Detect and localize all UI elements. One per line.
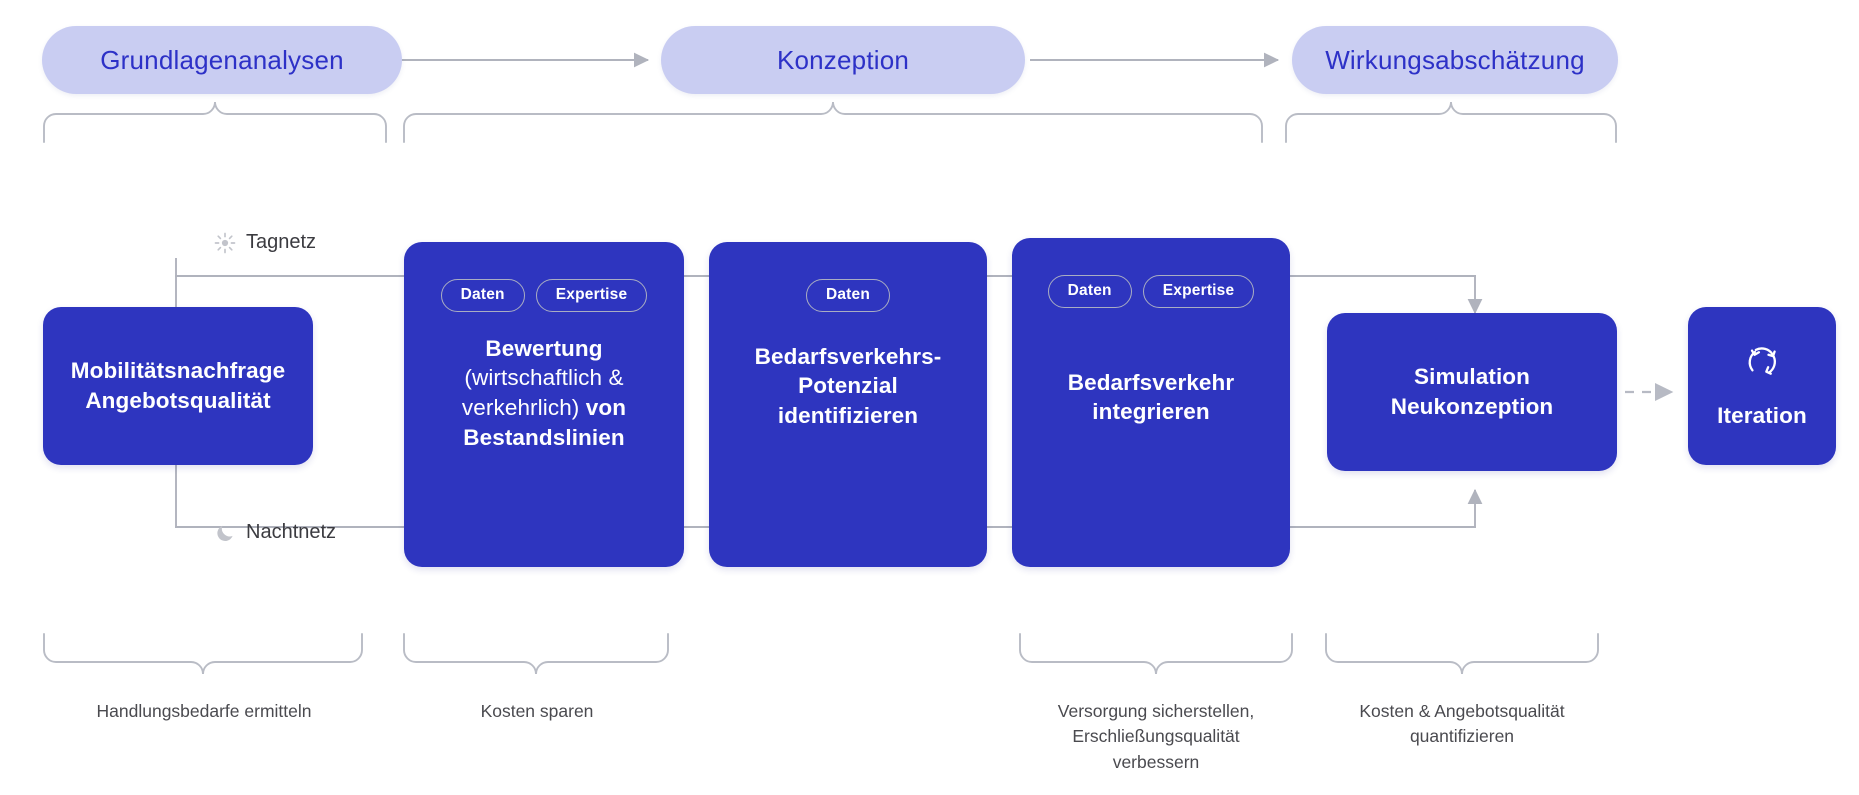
legend-label: Nachtnetz (246, 521, 337, 543)
card-title-line: Bedarfsverkehrs- (754, 343, 942, 369)
phase-pill-label: Grundlagenanalysen (100, 44, 344, 75)
caption-kosten-angebotsqualitaet: Kosten & Angebotsqualität quantifizieren (1359, 701, 1565, 747)
card-title-line: Simulation (1413, 364, 1530, 390)
top-braces (43, 101, 1617, 143)
card-badges: Daten Expertise (1047, 275, 1255, 308)
legend-nachtnetz: Nachtnetz (214, 521, 336, 544)
card-iteration[interactable]: Iteration (1688, 307, 1836, 465)
caption-versorgung: Versorgung sicherstellen, Erschließungsq… (1057, 701, 1255, 772)
card-title-bold-1: Bewertung (485, 335, 603, 361)
card-bedarfsverkehrs-potenzial[interactable]: Daten Bedarfsverkehrs- Potenzial identif… (709, 242, 987, 567)
phase-pill-wirkungsabschaetzung[interactable]: Wirkungsabschätzung (1292, 26, 1618, 94)
card-title: Bedarfsverkehrs- Potenzial identifiziere… (741, 342, 956, 431)
card-title-line: Bedarfsverkehr (1067, 369, 1235, 395)
legend-tagnetz: Tagnetz (214, 231, 316, 254)
card-title-line: Angebotsqualität (85, 388, 271, 413)
moon-icon (214, 522, 236, 544)
card-title: Bedarfsverkehr integrieren (1054, 368, 1249, 427)
card-title-line: Potenzial (798, 373, 898, 399)
card-title-bold-2: von Bestandslinien (463, 394, 627, 450)
badge-daten[interactable]: Daten (1047, 275, 1132, 308)
card-badges: Daten (805, 279, 891, 312)
card-title-line: integrieren (1092, 399, 1210, 425)
badge-daten[interactable]: Daten (440, 279, 525, 312)
card-title: Mobilitätsnachfrage Angebotsqualität (57, 356, 299, 415)
sun-icon (214, 232, 236, 254)
card-title: Simulation Neukonzeption (1377, 362, 1568, 421)
bottom-braces (43, 633, 1599, 675)
card-bewertung[interactable]: Daten Expertise Bewertung (wirtschaftlic… (404, 242, 684, 567)
badge-daten[interactable]: Daten (805, 279, 891, 312)
card-title: Iteration (1703, 401, 1821, 431)
phase-pill-grundlagenanalysen[interactable]: Grundlagenanalysen (42, 26, 402, 94)
card-title-line: identifizieren (777, 402, 919, 428)
caption-kosten-sparen: Kosten sparen (480, 701, 594, 721)
card-title-line: Neukonzeption (1390, 394, 1554, 419)
phase-pill-label: Konzeption (776, 44, 910, 75)
phase-pill-label: Wirkungsabschätzung (1325, 44, 1585, 75)
card-bedarfsverkehr-integrieren[interactable]: Daten Expertise Bedarfsverkehr integrier… (1012, 238, 1290, 567)
phase-pill-konzeption[interactable]: Konzeption (661, 26, 1025, 94)
legend-label: Tagnetz (246, 231, 317, 253)
caption-handlungsbedarfe: Handlungsbedarfe ermitteln (96, 701, 312, 721)
iteration-icon (1742, 342, 1782, 387)
card-badges: Daten Expertise (440, 279, 648, 312)
badge-expertise[interactable]: Expertise (535, 279, 648, 312)
card-simulation-neukonzeption[interactable]: Simulation Neukonzeption (1327, 313, 1617, 471)
card-mobilitaetsnachfrage[interactable]: Mobilitätsnachfrage Angebotsqualität (43, 307, 313, 465)
card-title: Bewertung (wirtschaftlich & verkehrlich)… (404, 334, 684, 453)
badge-expertise[interactable]: Expertise (1142, 275, 1255, 308)
card-title-line: Iteration (1717, 402, 1807, 428)
card-title-line: Mobilitätsnachfrage (70, 358, 286, 384)
card-title-regular: (wirtschaftlich & verkehrlich) (461, 365, 624, 420)
